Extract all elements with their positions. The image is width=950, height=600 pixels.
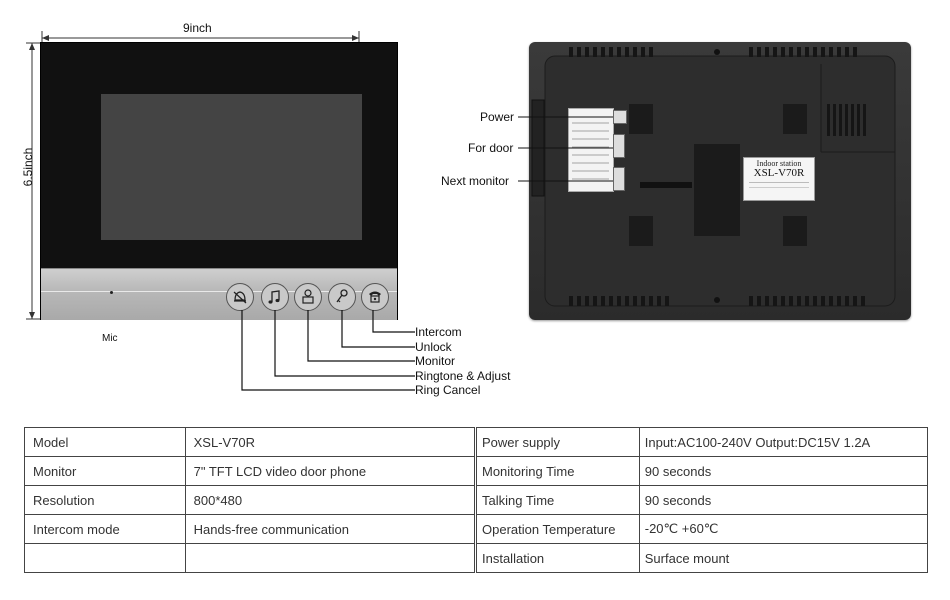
- unlock-button[interactable]: [328, 283, 356, 311]
- back-leader-lines: [518, 116, 613, 182]
- intercom-button[interactable]: [361, 283, 389, 311]
- spec-value: [184, 543, 476, 573]
- spec-value: 800*480: [184, 485, 476, 515]
- spec-label: Model: [24, 427, 186, 457]
- height-dimension-line: [26, 42, 40, 320]
- phone-icon: [369, 291, 381, 303]
- spec-value: Surface mount: [638, 543, 929, 573]
- intercom-label: Intercom: [415, 325, 462, 339]
- terminal-block-label: [568, 108, 614, 192]
- monitor-label: Monitor: [415, 354, 456, 368]
- ring-cancel-button[interactable]: [226, 283, 254, 311]
- spec-value: Input:AC100-240V Output:DC15V 1.2A: [638, 427, 929, 457]
- spec-label: Resolution: [24, 485, 186, 515]
- bell-off-icon: [233, 291, 247, 304]
- spec-value: Hands-free communication: [184, 514, 476, 544]
- width-label: 9inch: [183, 21, 212, 35]
- spec-value: XSL-V70R: [184, 427, 476, 457]
- spec-label: Intercom mode: [24, 514, 186, 544]
- spec-label: Power supply: [476, 427, 640, 457]
- mic-label: Mic: [102, 333, 118, 344]
- next-monitor-label: Next monitor: [441, 174, 510, 188]
- ringtone-adjust-label: Ringtone & Adjust: [415, 369, 511, 383]
- rating-plate-title: Indoor station: [756, 159, 802, 168]
- spec-label: Monitor: [24, 456, 186, 486]
- spec-label: Monitoring Time: [476, 456, 640, 486]
- spec-value: 7" TFT LCD video door phone: [184, 456, 476, 486]
- key-icon: [336, 289, 348, 303]
- button-leader-lines: [241, 310, 415, 391]
- lcd-screen: [101, 94, 362, 240]
- next-monitor-connector: [613, 167, 625, 191]
- ringtone-adjust-button[interactable]: [261, 283, 289, 311]
- for-door-label: For door: [468, 141, 514, 155]
- width-dimension-line: [41, 31, 360, 45]
- unlock-label: Unlock: [415, 340, 452, 354]
- spec-value: 90 seconds: [638, 456, 929, 486]
- table-row: Operation Temperature-20℃ +60℃: [476, 514, 929, 544]
- power-label: Power: [480, 110, 515, 124]
- spec-label: Talking Time: [476, 485, 640, 515]
- power-connector: [613, 110, 627, 124]
- spec-label: [24, 543, 186, 573]
- mic-hole: [110, 291, 113, 294]
- monitor-person-icon: [302, 289, 314, 304]
- spec-value: 90 seconds: [638, 485, 929, 515]
- door-connector: [613, 134, 625, 158]
- rating-plate-model: XSL-V70R: [753, 167, 805, 179]
- table-row: [24, 543, 476, 573]
- spec-value: -20℃ +60℃: [638, 514, 929, 544]
- rating-plate: Indoor station XSL-V70R: [743, 157, 815, 201]
- spec-label: Operation Temperature: [476, 514, 640, 544]
- spec-label: Installation: [476, 543, 640, 573]
- height-label: 6.5inch: [21, 147, 35, 187]
- ring-cancel-label: Ring Cancel: [415, 383, 481, 397]
- monitor-button[interactable]: [294, 283, 322, 311]
- music-note-icon: [268, 290, 280, 304]
